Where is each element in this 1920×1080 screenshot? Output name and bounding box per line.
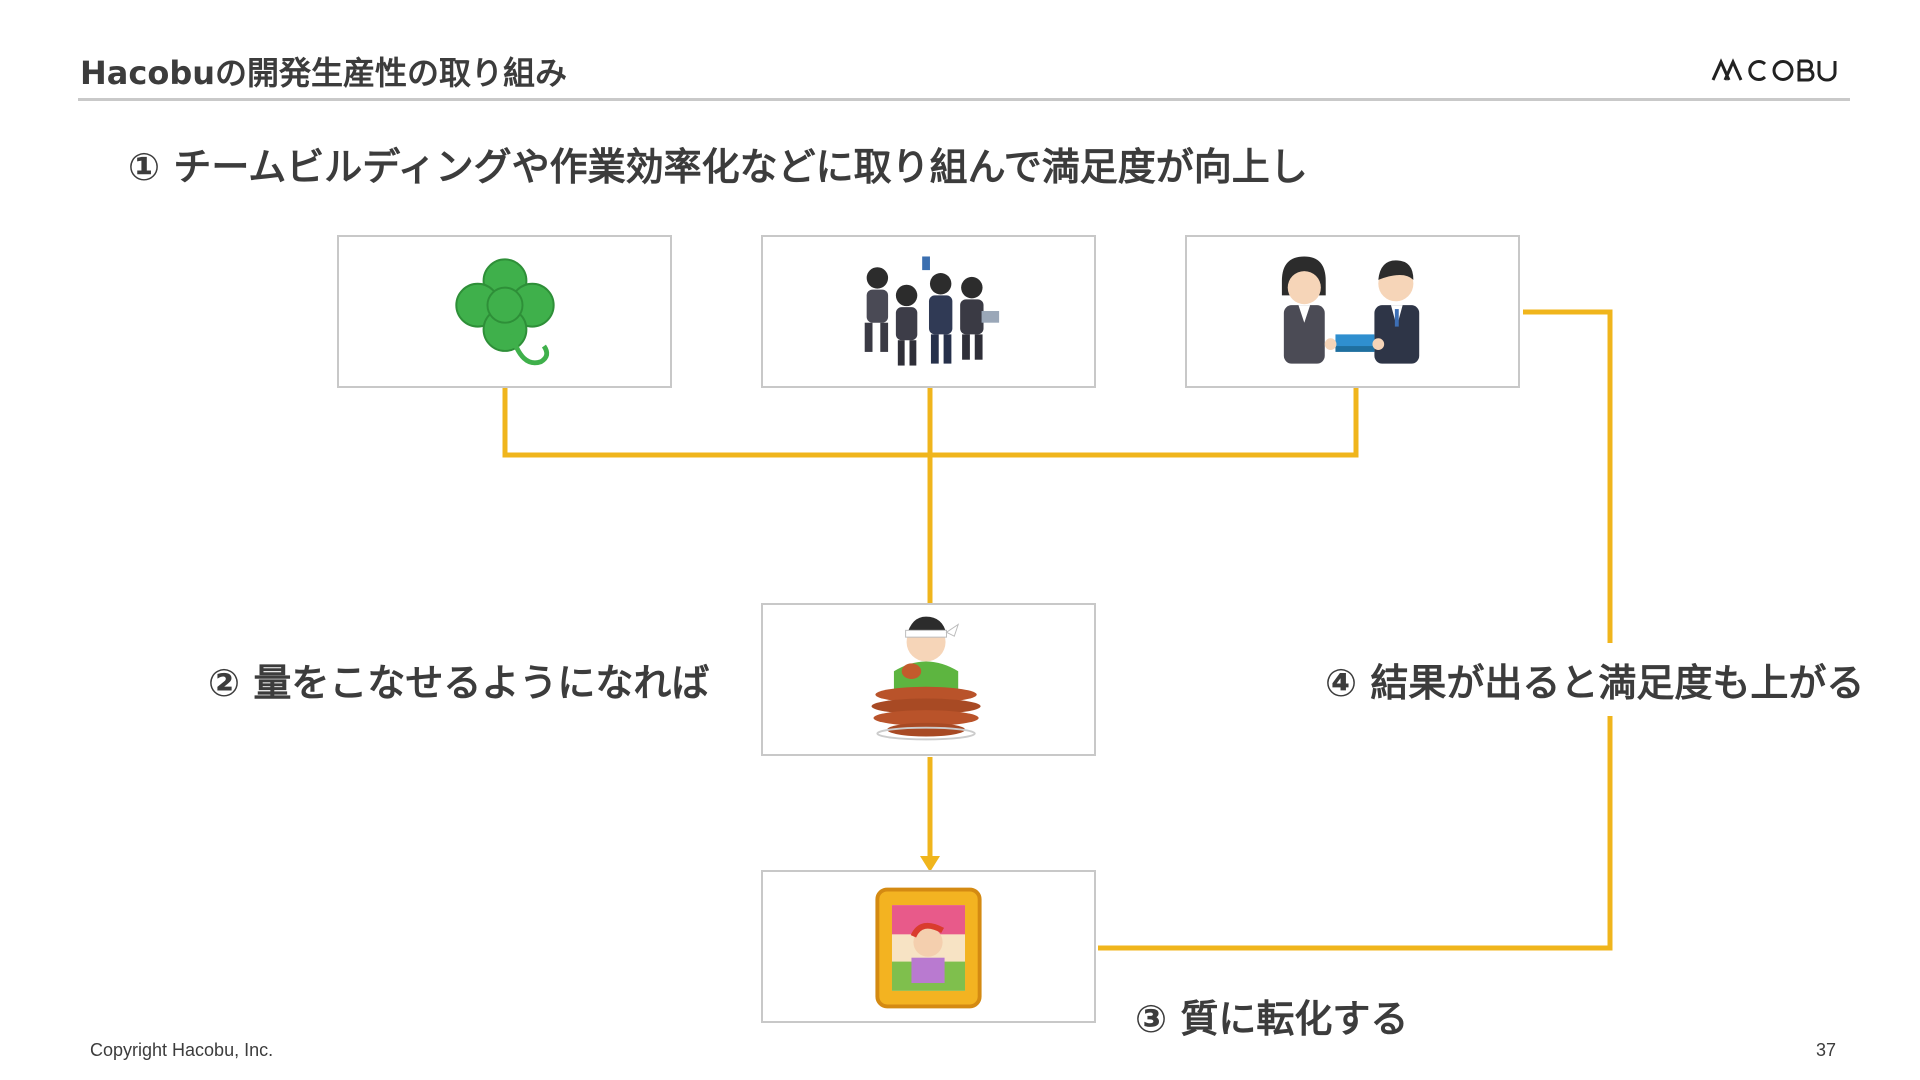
page-number: 37 — [1815, 1040, 1836, 1060]
connector-loop-back — [1098, 716, 1613, 951]
header-divider — [78, 98, 1850, 101]
illustration-box-eating — [761, 603, 1096, 756]
caption-step4: ④ 結果が出ると満足度も上がる — [1325, 661, 1865, 705]
connector-handover-right — [1523, 309, 1613, 643]
illustration-box-painting — [761, 870, 1096, 1023]
caption-step3: ③ 質に転化する — [1135, 997, 1409, 1041]
caption-step2: ② 量をこなせるようになれば — [208, 661, 710, 705]
hacobu-logo — [1711, 58, 1837, 82]
business-team-icon — [864, 256, 1000, 366]
illustration-box-clover — [337, 235, 672, 388]
arrow-head — [920, 856, 940, 872]
four-leaf-clover-icon — [455, 258, 555, 366]
framed-painting-icon — [875, 887, 982, 1009]
document-handover-icon — [1281, 256, 1420, 364]
caption-step1: ① チームビルディングや作業効率化などに取り組んで満足度が向上し — [128, 145, 1308, 189]
copyright-text: Copyright Hacobu, Inc. — [90, 1040, 274, 1060]
illustration-box-handover — [1185, 235, 1520, 388]
slide-title: Hacobuの開発生産性の取り組み — [80, 54, 568, 92]
illustration-box-team — [761, 235, 1096, 388]
eating-contest-icon — [871, 616, 981, 741]
